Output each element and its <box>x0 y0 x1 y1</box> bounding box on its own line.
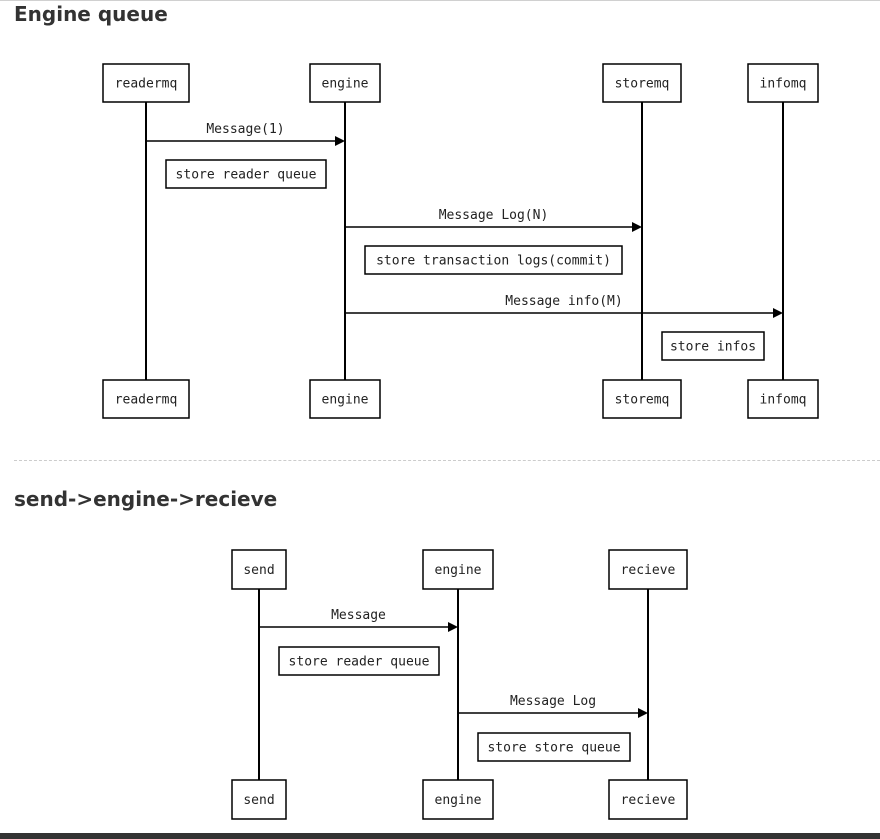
participant-label-bottom: engine <box>322 393 369 408</box>
participant-label-top: readermq <box>115 77 178 92</box>
participant-label-top: infomq <box>760 77 807 92</box>
sequence-diagram-send-engine-recieve: sendsendengineenginerecieverecieveMessag… <box>231 549 688 820</box>
message-label: Message info(M) <box>505 294 622 309</box>
participant-box-bottom <box>608 779 688 820</box>
participant-label-bottom: send <box>243 793 274 808</box>
section-separator <box>14 460 880 461</box>
participant-box-top <box>422 549 494 590</box>
note-text: store store queue <box>487 741 620 756</box>
participant-box-bottom <box>747 379 819 419</box>
participant-box-bottom <box>231 779 287 820</box>
participant-label-top: send <box>243 563 274 578</box>
participant-box-bottom <box>102 379 190 419</box>
participant-box-top <box>602 63 682 103</box>
participant-label-bottom: readermq <box>115 393 178 408</box>
top-divider <box>0 0 880 1</box>
bottom-bar <box>0 833 880 839</box>
note-box <box>278 646 440 676</box>
arrowhead <box>448 622 458 632</box>
arrowhead <box>773 308 783 318</box>
arrowhead <box>335 136 345 146</box>
participant-label-bottom: recieve <box>621 793 676 808</box>
participant-label-bottom: storemq <box>615 393 670 408</box>
message-label: Message Log(N) <box>439 208 549 223</box>
note-box <box>364 245 623 275</box>
participant-label-top: engine <box>322 77 369 92</box>
sequence-diagram-engine-queue: readermq readermq engine engine storemq store… <box>102 63 819 419</box>
note-text: store reader queue <box>176 168 317 183</box>
participant-box-top <box>608 549 688 590</box>
participant-box-bottom <box>602 379 682 419</box>
arrowhead <box>632 222 642 232</box>
note-text: store infos <box>670 340 756 355</box>
participant-box-top <box>309 63 381 103</box>
arrowhead <box>638 708 648 718</box>
note-text: store transaction logs(commit) <box>376 254 611 269</box>
note-text: store reader queue <box>289 655 430 670</box>
note-box <box>165 159 327 189</box>
participant-box-top <box>747 63 819 103</box>
message-label: Message Log <box>510 694 596 709</box>
participant-label-bottom: engine <box>435 793 482 808</box>
participant-label-top: storemq <box>615 77 670 92</box>
participant-box-top <box>231 549 287 590</box>
participant-box-top <box>102 63 190 103</box>
note-box <box>477 732 631 762</box>
participant-label-top: engine <box>435 563 482 578</box>
message-label: Message(1) <box>206 122 284 137</box>
participant-box-bottom <box>309 379 381 419</box>
participant-box-bottom <box>422 779 494 820</box>
message-label: Message <box>331 608 386 623</box>
participant-label-top: recieve <box>621 563 676 578</box>
diagram-title-send-engine-recieve: send->engine->recieve <box>14 487 278 511</box>
note-box <box>661 331 765 361</box>
diagram-title-engine-queue: Engine queue <box>14 2 168 26</box>
participant-label-bottom: infomq <box>760 393 807 408</box>
